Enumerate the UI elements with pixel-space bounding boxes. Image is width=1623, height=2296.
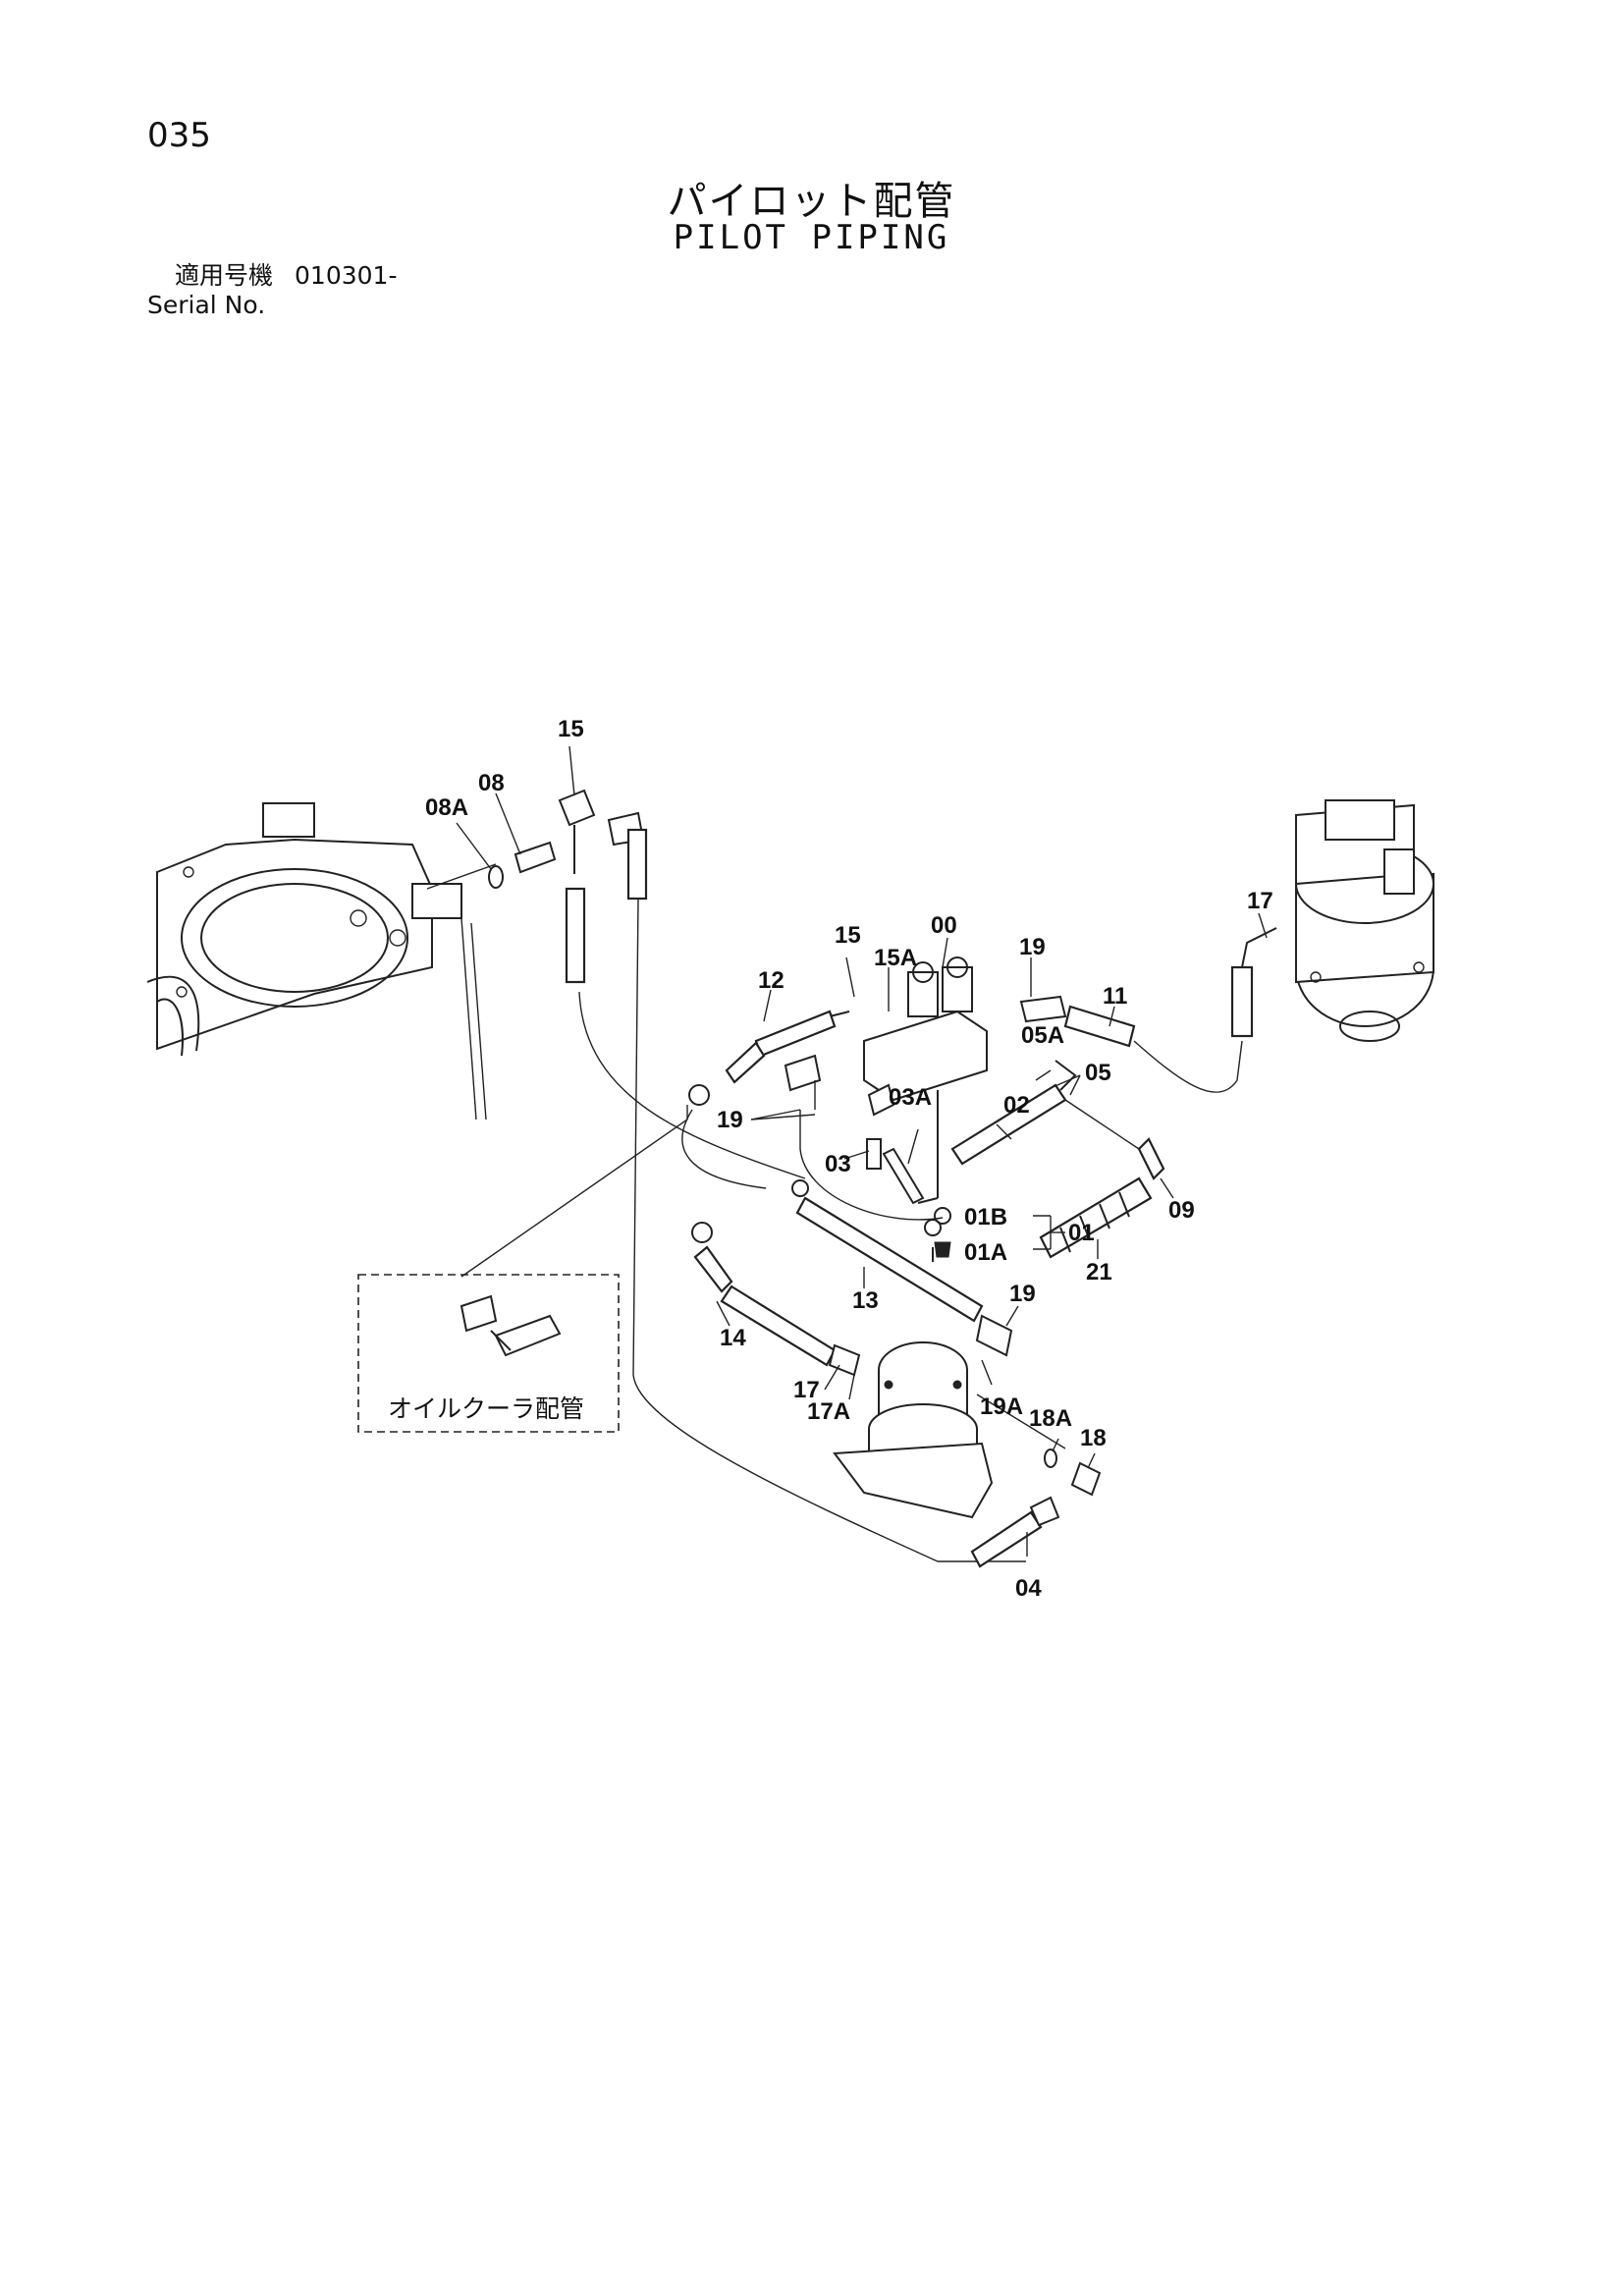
page-title-japanese: パイロット配管 xyxy=(667,179,956,224)
inset-box xyxy=(357,1105,688,1433)
part-label: 17 xyxy=(1247,888,1273,914)
hose-12 xyxy=(688,1010,850,1106)
swing-motor xyxy=(1295,799,1434,1042)
part-label: 03A xyxy=(889,1084,932,1111)
hose-04-18 xyxy=(970,1449,1102,1568)
part-label: 11 xyxy=(1103,983,1127,1010)
part-labels: 15 08 08A 00 15A 15 19 12 11 05A 05 17 1… xyxy=(425,716,1273,1602)
part-label: 08 xyxy=(478,770,505,796)
part-label: 19A xyxy=(980,1394,1023,1420)
part-label: 19 xyxy=(1019,934,1046,960)
hose-02-09-21 xyxy=(866,1060,1165,1262)
part-label: 17A xyxy=(807,1398,850,1425)
bolt-01a-icon xyxy=(934,1241,951,1258)
top-fittings xyxy=(426,789,1026,1562)
part-label: 19 xyxy=(717,1107,743,1133)
part-label: 19 xyxy=(1009,1281,1036,1307)
part-label: 09 xyxy=(1168,1197,1195,1224)
part-label: 01B xyxy=(964,1204,1007,1230)
swivel-joint xyxy=(833,1341,1066,1519)
hose-11 xyxy=(1019,927,1277,1093)
part-label: 03 xyxy=(825,1151,851,1177)
part-label: 04 xyxy=(1015,1575,1042,1602)
part-label: 12 xyxy=(758,967,784,994)
part-label: 02 xyxy=(1003,1092,1030,1119)
part-label: 15 xyxy=(558,716,584,742)
inset-caption: オイルクーラ配管 xyxy=(388,1394,584,1423)
part-label: 01 xyxy=(1068,1220,1095,1246)
page-number: 035 xyxy=(147,116,211,155)
part-label: 14 xyxy=(720,1325,746,1351)
part-label: 17 xyxy=(793,1377,820,1403)
part-label: 15A xyxy=(874,945,917,971)
fittings-19 xyxy=(681,1054,944,1221)
part-label: 00 xyxy=(931,912,957,939)
hose-13-14 xyxy=(691,1179,1013,1377)
leader-lines xyxy=(456,745,1268,1557)
washer-01b-icon xyxy=(934,1207,951,1225)
serial-label: Serial No. xyxy=(147,291,266,319)
part-label: 18 xyxy=(1080,1425,1107,1451)
page-title: PILOT PIPING xyxy=(673,218,950,257)
valve-block xyxy=(863,957,988,1198)
serial-value: 010301- xyxy=(295,261,398,290)
part-label: 15 xyxy=(835,922,861,949)
serial-label-japanese: 適用号機 xyxy=(175,261,274,290)
part-label: 05 xyxy=(1085,1060,1111,1086)
part-label: 21 xyxy=(1086,1259,1112,1285)
part-label: 18A xyxy=(1029,1405,1072,1432)
serial-block: 適用号機 010301- Serial No. xyxy=(147,261,397,320)
left-frame xyxy=(146,802,487,1121)
part-label: 08A xyxy=(425,794,468,821)
part-label: 05A xyxy=(1021,1022,1064,1049)
part-label: 01A xyxy=(964,1239,1007,1266)
part-label: 13 xyxy=(852,1287,879,1314)
